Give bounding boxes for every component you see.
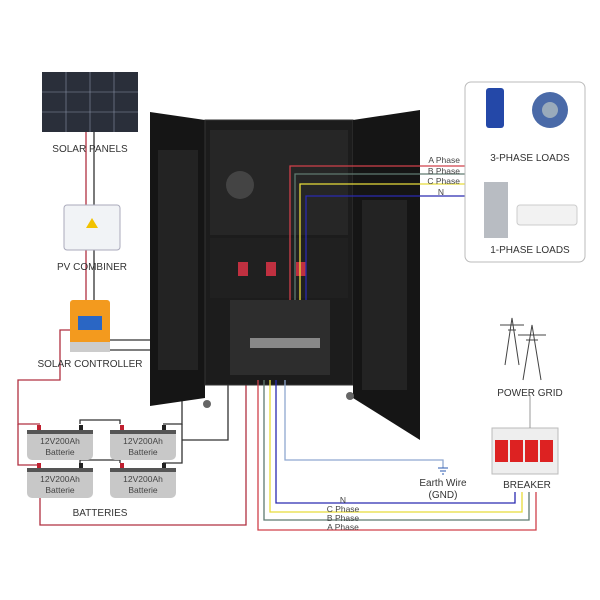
battery: 12V200Ah Batterie	[110, 463, 176, 498]
svg-text:12V200Ah: 12V200Ah	[40, 474, 80, 484]
inverter-cabinet	[150, 110, 420, 440]
grid-a-phase-label: A Phase	[327, 522, 359, 532]
svg-text:Batterie: Batterie	[128, 447, 158, 457]
battery: 12V200Ah Batterie	[110, 425, 176, 460]
pump-motor-image	[486, 88, 568, 128]
solar-controller-image	[70, 300, 110, 352]
svg-text:12V200Ah: 12V200Ah	[40, 436, 80, 446]
three-phase-loads-label: 3-PHASE LOADS	[490, 153, 570, 164]
svg-text:Batterie: Batterie	[45, 485, 75, 495]
battery: 12V200Ah Batterie	[27, 463, 93, 498]
ground-icon	[438, 467, 448, 475]
battery: 12V200Ah Batterie	[27, 425, 93, 460]
grid-c-phase-label: C Phase	[327, 504, 360, 514]
a-phase-label: A Phase	[428, 155, 460, 165]
svg-text:12V200Ah: 12V200Ah	[123, 474, 163, 484]
pv-combiner-image	[63, 204, 121, 251]
grid-wires	[257, 380, 537, 531]
batteries-label: BATTERIES	[73, 508, 128, 519]
battery-bank: 12V200Ah Batterie 12V200Ah Batterie 12V2…	[27, 425, 176, 498]
power-grid-label: POWER GRID	[497, 388, 563, 399]
breaker-label: BREAKER	[503, 480, 551, 491]
solar-panels-image	[42, 72, 138, 132]
pv-combiner-label: PV COMBINER	[57, 262, 127, 273]
svg-text:12V200Ah: 12V200Ah	[123, 436, 163, 446]
earth-wire-label: Earth Wire	[419, 478, 467, 489]
fridge-ac-image	[484, 182, 578, 238]
grid-n-label: N	[340, 495, 346, 505]
solar-panels-label: SOLAR PANELS	[52, 144, 128, 155]
svg-text:Batterie: Batterie	[128, 485, 158, 495]
fan-icon	[226, 171, 254, 199]
svg-text:Batterie: Batterie	[45, 447, 75, 457]
c-phase-label: C Phase	[427, 176, 460, 186]
b-phase-label: B Phase	[428, 166, 460, 176]
solar-controller-label: SOLAR CONTROLLER	[37, 359, 142, 370]
earth-gnd-label: (GND)	[429, 490, 458, 501]
power-tower-icon	[500, 317, 546, 381]
breaker-image	[491, 427, 559, 475]
n-label: N	[438, 187, 444, 197]
output-wires	[289, 165, 465, 300]
one-phase-loads-label: 1-PHASE LOADS	[490, 245, 570, 256]
grid-b-phase-label: B Phase	[327, 513, 359, 523]
